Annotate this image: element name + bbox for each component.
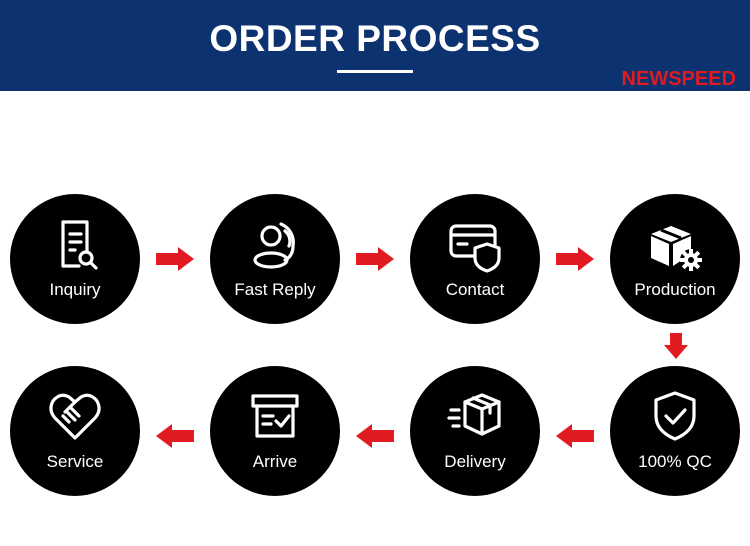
- step-label: Inquiry: [49, 280, 101, 299]
- title-underline: [337, 70, 413, 73]
- step-label: Contact: [445, 280, 505, 299]
- arrow-right-icon: [156, 247, 194, 271]
- box-check-icon: [251, 394, 299, 438]
- arrow-right-icon: [356, 247, 394, 271]
- step-arrive: Arrive: [210, 366, 340, 496]
- fast-box-icon: [447, 393, 501, 436]
- step-contact: Contact: [410, 194, 540, 324]
- step-label: Delivery: [444, 452, 506, 471]
- step-service: Service: [10, 366, 140, 496]
- step-label: Fast Reply: [234, 280, 316, 299]
- arrow-right-icon: [556, 247, 594, 271]
- brand-logo-text: NEWSPEED: [621, 68, 736, 90]
- support-agent-icon: [253, 222, 295, 269]
- arrow-left-icon: [556, 424, 594, 448]
- step-qc: 100% QC: [610, 366, 740, 496]
- step-label: Service: [46, 452, 104, 471]
- step-label: 100% QC: [638, 452, 712, 471]
- page-title: ORDER PROCESS: [209, 18, 541, 59]
- arrow-down-icon: [664, 333, 688, 359]
- card-shield-icon: [449, 224, 501, 273]
- arrow-left-icon: [356, 424, 394, 448]
- arrow-left-icon: [156, 424, 194, 448]
- step-delivery: Delivery: [410, 366, 540, 496]
- handshake-heart-icon: [49, 393, 101, 440]
- step-production: Production: [610, 194, 740, 324]
- box-gear-icon: [651, 226, 702, 271]
- step-label: Production: [634, 280, 716, 299]
- shield-check-icon: [654, 391, 696, 441]
- document-search-icon: [61, 220, 98, 270]
- header-banner: ORDER PROCESS NEWSPEED: [0, 0, 750, 91]
- step-label: Arrive: [252, 452, 298, 471]
- step-fast-reply: Fast Reply: [210, 194, 340, 324]
- step-inquiry: Inquiry: [10, 194, 140, 324]
